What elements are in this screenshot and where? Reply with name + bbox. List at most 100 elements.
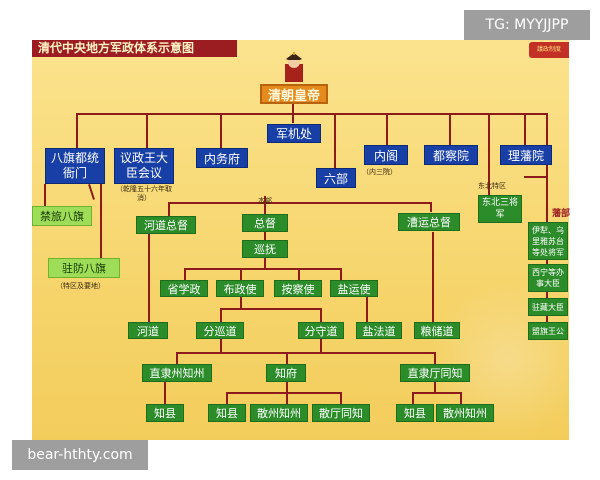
connector [340,392,342,404]
watermark-bottom-left: bear-hthty.com [12,440,148,470]
connector [460,392,462,404]
connector [176,352,436,354]
connector [298,268,300,280]
node-county-c: 知县 [396,404,434,422]
connector [320,338,322,352]
node-county-a: 知县 [146,404,184,422]
node-frontier-b: 西宁等办事大臣 [528,264,568,292]
emperor-portrait-icon [285,52,303,82]
connector [340,268,342,280]
note-frontier-zone: 藩部 [552,209,571,219]
node-salt-commissioner: 盐运使 [330,280,378,297]
node-direct-ting: 直隶厅同知 [400,364,470,382]
connector [226,392,228,404]
note-headquarters: 本部 [258,197,272,205]
node-council-princes-label: 议政王大臣会议 [119,151,168,180]
connector [386,113,388,145]
connector [220,308,322,310]
connector [286,352,288,364]
node-frontier-a-label: 伊犁、乌里雅苏台等处将军 [532,225,564,257]
node-river-governor: 河道总督 [136,216,196,234]
connector [264,230,266,240]
connector [412,392,414,404]
connector [434,382,436,392]
node-sub-circuit-patrol: 分巡道 [196,322,244,339]
connector [488,113,490,195]
connector [44,184,46,214]
node-direct-sub-prefecture: 直隶州知州 [142,364,212,382]
node-dispersed-ting: 散厅同知 [312,404,370,422]
note-northeast-zone: 东北特区 [478,182,506,190]
connector [240,296,242,308]
node-imperial-household: 内务府 [196,148,248,168]
node-frontier-b-label: 西宁等办事大臣 [532,268,564,288]
connector [264,256,266,268]
node-banner-commander-label: 八旗都统衙门 [50,151,99,180]
node-grand-secretariat: 内阁 [364,145,408,165]
watermark-top-right: TG: MYYJJPP [464,10,590,40]
node-river-circuit: 河道 [128,322,168,339]
connector [220,338,222,352]
connector [226,392,342,394]
connector [524,113,526,145]
connector [264,196,266,216]
node-sub-circuit-guard: 分守道 [298,322,344,339]
node-frontier-a: 伊犁、乌里雅苏台等处将军 [528,222,568,260]
connector [320,308,322,322]
node-grain-circuit: 粮储道 [414,322,460,339]
connector [164,382,166,404]
corner-seal: 議政制度 [529,42,569,58]
connector [168,202,170,216]
node-financial-commissioner: 布政使 [216,280,264,297]
note-garrison-sub: （特区及要地） [56,282,105,290]
connector [76,113,548,115]
node-county-b: 知县 [208,404,246,422]
note-qianlong: （乾隆五十六年取消） [116,185,172,202]
node-judicial-commissioner: 按察使 [274,280,322,297]
connector [524,176,548,178]
node-grain-governor: 漕运总督 [398,213,460,231]
node-frontier-c: 驻藏大臣 [528,298,568,316]
connector [546,113,548,323]
connector [366,296,368,322]
connector [286,392,288,404]
connector [148,234,150,322]
node-dispersed-sub-prefecture: 散州知州 [250,404,308,422]
node-censorate: 都察院 [424,145,478,165]
connector [432,232,434,322]
node-education-commissioner: 省学政 [160,280,208,297]
node-emperor: 清朝皇帝 [260,84,328,104]
connector [184,268,342,270]
connector [430,202,432,212]
node-northeast-general: 东北三将军 [478,195,522,223]
node-salt-circuit: 盐法道 [356,322,402,339]
node-banner-commander: 八旗都统衙门 [45,148,105,184]
node-grand-council: 军机处 [267,124,321,143]
node-northeast-general-label: 东北三将军 [482,198,519,220]
connector [240,268,242,280]
connector [286,382,288,392]
connector [220,308,222,322]
node-six-boards: 六部 [316,168,356,188]
node-governor-general: 总督 [242,214,288,232]
node-forbidden-banner: 禁旅八旗 [32,206,92,226]
connector [146,113,148,149]
connector [449,113,451,145]
connector [184,268,186,280]
node-council-princes: 议政王大臣会议 [114,148,174,184]
connector [220,113,222,149]
connector [76,113,78,149]
diagram-title: 清代中央地方军政体系示意图 [32,40,237,57]
node-dispersed-sub-prefecture-b: 散州知州 [436,404,494,422]
connector [334,113,336,168]
node-prefect: 知府 [266,364,306,382]
node-garrison-banner: 驻防八旗 [48,258,120,278]
connector [412,392,462,394]
connector [434,352,436,364]
node-lifan-yuan: 理藩院 [500,145,552,165]
connector [168,202,432,204]
node-grand-coordinator: 巡抚 [242,240,288,258]
connector [100,184,102,258]
note-inner-three: （内三院） [362,168,397,176]
connector [176,352,178,364]
